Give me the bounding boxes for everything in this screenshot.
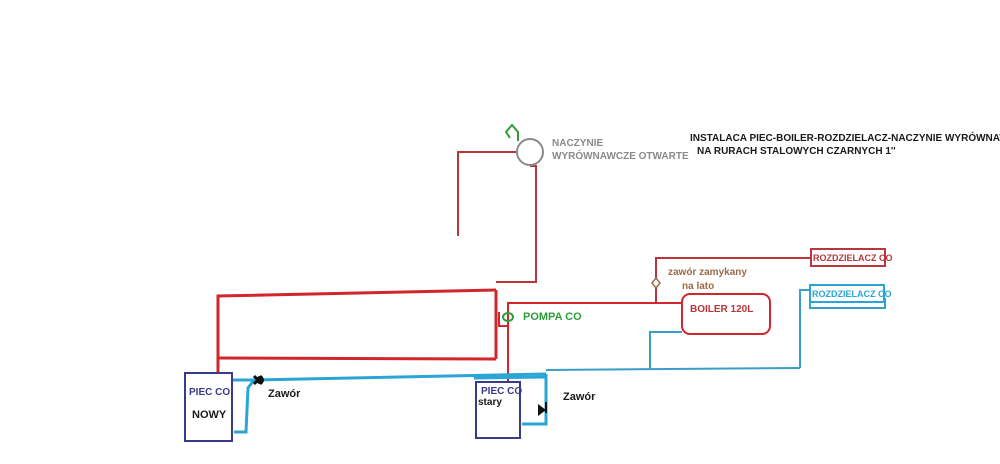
- vessel-right-pipe: [496, 165, 537, 283]
- common-return-line: [545, 367, 801, 371]
- manifold-bottom-label: ROZDZIELACZ CO: [812, 289, 892, 299]
- supply-middle-run: [217, 356, 497, 361]
- summer-valve-icon: [651, 276, 661, 290]
- manifold-top-label: ROZDZIELACZ CO: [813, 253, 893, 263]
- main-supply-pipe: [216, 288, 498, 372]
- furnace-old: PIEC CO stary: [475, 381, 522, 439]
- boiler-supply-line: [507, 302, 682, 388]
- return-old-furnace: [522, 374, 548, 426]
- manifold-bottom: ROZDZIELACZ CO: [809, 284, 892, 303]
- furnace-new-box: [184, 372, 233, 442]
- furnace-old-label-2: stary: [478, 397, 502, 408]
- valve-left: Zawór: [252, 374, 301, 400]
- return-main-run: [234, 372, 547, 434]
- expansion-vessel-circle: [516, 138, 544, 166]
- valve-right-label: Zawór: [563, 391, 596, 403]
- title-line-1: INSTALACA PIEC-BOILER-ROZDZIELACZ-NACZYN…: [690, 131, 1000, 144]
- manifold-top: ROZDZIELACZ CO: [810, 248, 893, 267]
- title-line-2: NA RURACH STALOWYCH CZARNYCH 1'': [697, 146, 896, 157]
- vessel-left-pipe: [457, 151, 517, 236]
- summer-valve-label-1: zawór zamykany: [668, 267, 747, 278]
- vent-pipe-icon: [504, 123, 519, 141]
- pump-label: POMPA CO: [523, 311, 582, 323]
- valve-left-handle-icon: [256, 376, 264, 384]
- pump: POMPA CO: [502, 311, 582, 323]
- vessel-supply-lines: [457, 151, 537, 283]
- expansion-vessel-label-2: WYRÓWNAWCZE OTWARTE: [552, 149, 689, 162]
- expansion-vessel-label-1: NACZYNIE: [552, 138, 603, 149]
- boiler-return-line: [649, 331, 682, 370]
- furnace-new: PIEC CO NOWY: [184, 372, 233, 442]
- valve-left-label: Zawór: [268, 388, 301, 400]
- furnace-old-label-1: PIEC CO: [481, 386, 522, 397]
- diagram-title: INSTALACA PIEC-BOILER-ROZDZIELACZ-NACZYN…: [690, 131, 1000, 157]
- furnace-new-label-2: NOWY: [192, 409, 227, 421]
- pump-icon: [502, 312, 514, 322]
- pump-bypass-line: [498, 312, 508, 327]
- expansion-vessel: NACZYNIE WYRÓWNAWCZE OTWARTE: [504, 123, 689, 166]
- return-old-furnace-top: [473, 375, 547, 380]
- summer-valve: zawór zamykany na lato: [651, 267, 747, 292]
- furnace-new-label-1: PIEC CO: [189, 387, 230, 398]
- summer-valve-label-2: na lato: [682, 281, 714, 292]
- valve-right-icon: [538, 404, 546, 416]
- supply-top-run: [216, 288, 497, 372]
- valve-right: Zawór: [538, 391, 596, 416]
- manifold-bottom-box: [809, 284, 885, 303]
- manifold-bottom-return: [799, 289, 810, 368]
- manifold-top-box: [810, 248, 886, 267]
- boiler-box: [681, 293, 771, 335]
- furnace-old-box: [475, 381, 521, 439]
- boiler-label: BOILER 120L: [690, 304, 753, 315]
- boiler: BOILER 120L: [681, 293, 771, 335]
